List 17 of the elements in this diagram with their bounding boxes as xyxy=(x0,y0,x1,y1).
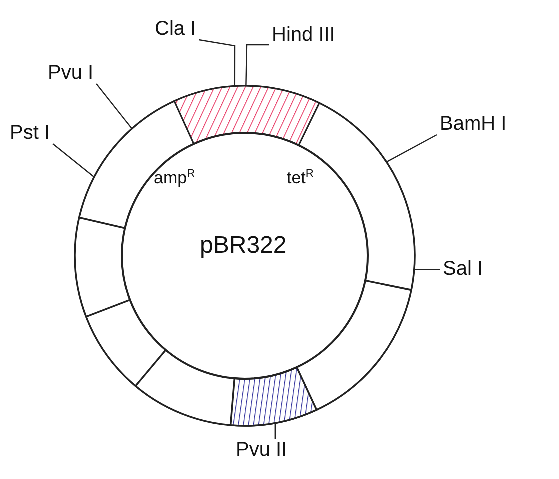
leader-line xyxy=(52,144,95,178)
plasmid-name: pBR322 xyxy=(200,233,287,260)
leader-line xyxy=(386,134,438,163)
gene-label: tet$^{R}$ xyxy=(287,168,314,188)
site-label: BamH I xyxy=(440,113,507,135)
leader-line xyxy=(199,39,236,86)
site-label: Hind III xyxy=(272,24,336,46)
gene-label: amp$^{R}$ xyxy=(154,168,196,188)
leader-line xyxy=(414,269,440,271)
site-label: Cla I xyxy=(155,18,196,40)
site-label: Pst I xyxy=(10,122,50,144)
site-label: Pvu I xyxy=(48,62,94,84)
site-label: Pvu II xyxy=(236,439,288,461)
leader-line xyxy=(96,84,133,130)
leader-line xyxy=(274,423,276,439)
leader-line xyxy=(246,44,269,86)
site-label: Sal I xyxy=(443,258,484,280)
